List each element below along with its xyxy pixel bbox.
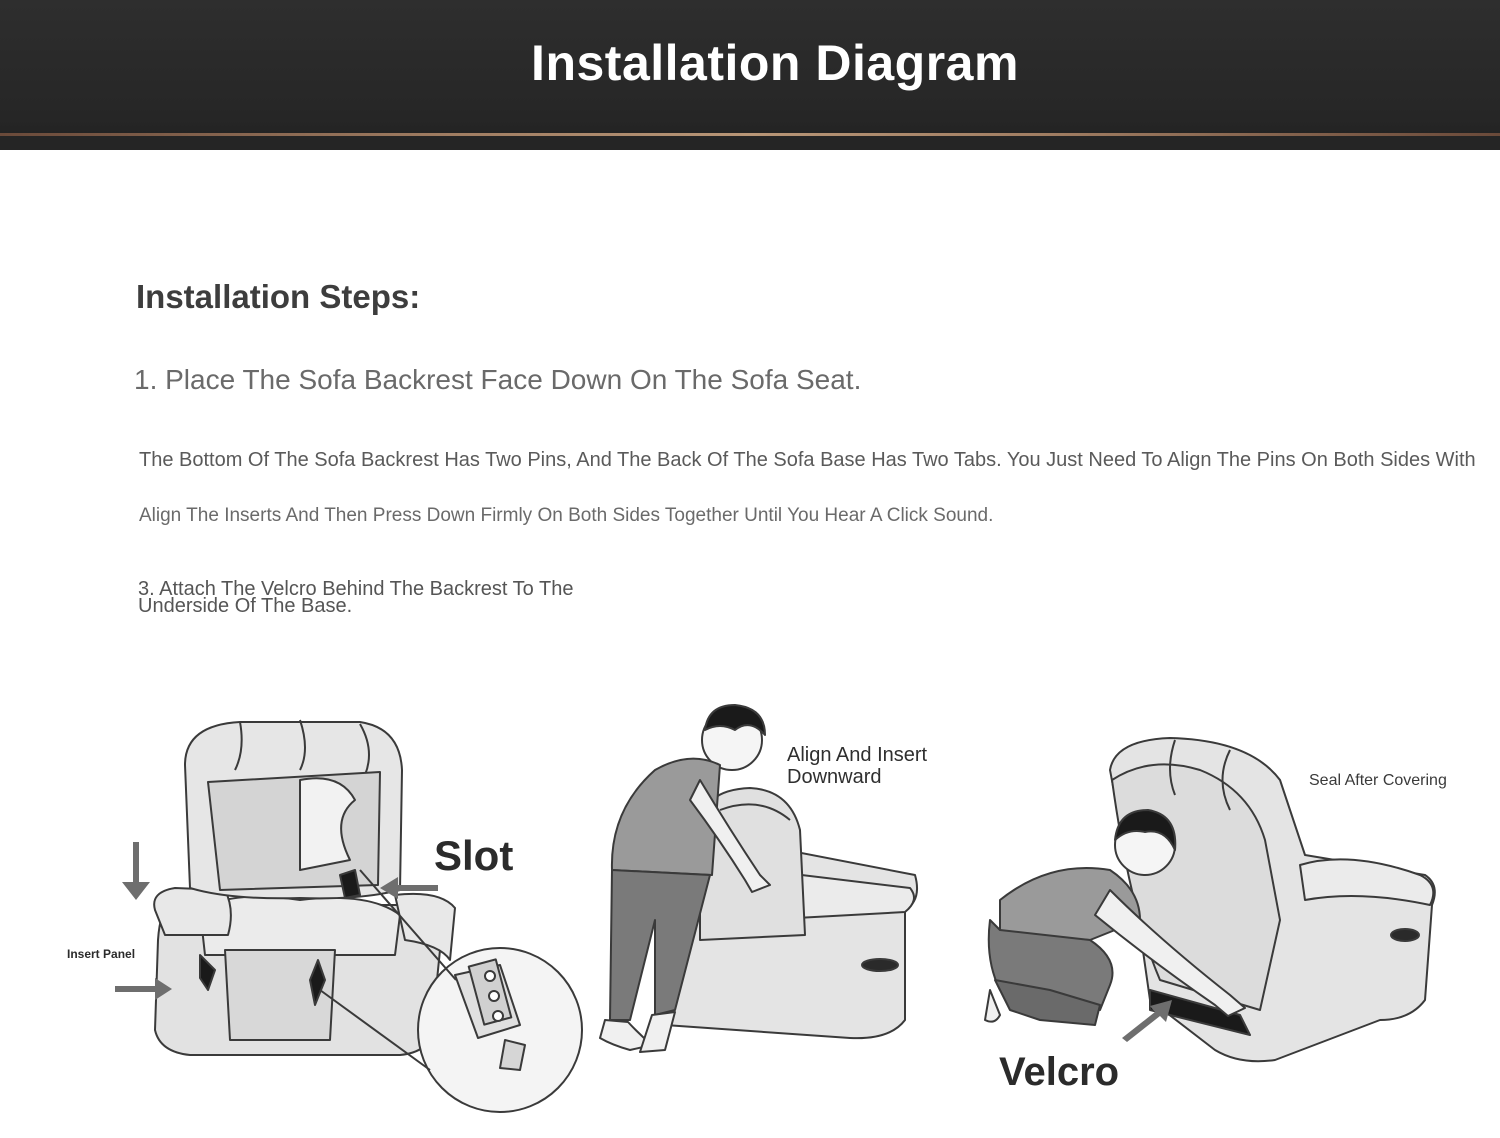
header-banner: Installation Diagram [0,0,1500,150]
sofa-figure-1 [153,719,583,1113]
seal-after-covering-label: Seal After Covering [1309,772,1447,789]
sofa-figure-3 [984,737,1436,1063]
arrow-up-right-icon [1122,1000,1172,1042]
header-divider [0,133,1500,136]
arrow-left-icon [380,877,438,899]
page-title: Installation Diagram [531,35,1019,91]
header-bottom-band [0,136,1500,150]
arrow-down-icon [122,842,150,900]
installation-illustration [115,704,1436,1113]
step-2-line-1: The Bottom Of The Sofa Backrest Has Two … [139,449,1476,471]
steps-heading: Installation Steps: [136,278,421,315]
step-3-text: 3. Attach The Velcro Behind The Backrest… [138,578,574,617]
direction-arrows [115,842,1172,1042]
sofa-figure-2 [599,704,918,1053]
align-insert-label: Align And Insert Downward [787,744,928,788]
velcro-label: Velcro [999,1050,1120,1094]
step-1-text: 1. Place The Sofa Backrest Face Down On … [134,364,862,395]
slot-label: Slot [434,832,514,879]
arrow-right-icon [115,978,172,1000]
step-2-line-2: Align The Inserts And Then Press Down Fi… [139,505,994,526]
insert-panel-label: Insert Panel [67,947,136,961]
